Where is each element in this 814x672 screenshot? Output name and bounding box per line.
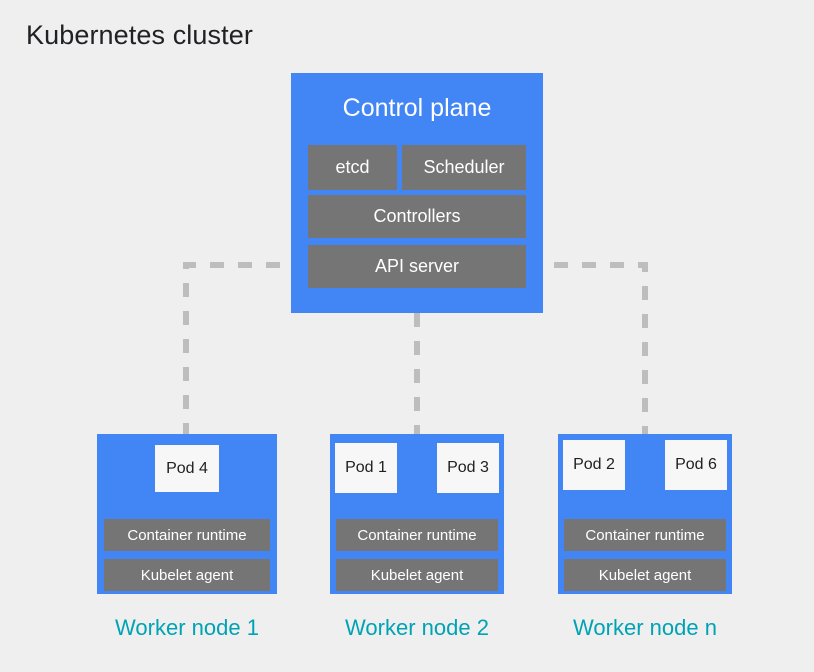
pod-4[interactable]: Pod 4 [155, 445, 219, 492]
worker-node-1-caption: Worker node 1 [115, 615, 259, 640]
connector-apiserver-to-worker-1 [183, 262, 308, 434]
control-plane-component-etcd[interactable]: etcd [308, 145, 397, 190]
worker-node-2-container-runtime[interactable]: Container runtime [336, 519, 498, 551]
control-plane-title: Control plane [342, 94, 492, 122]
worker-node-1-container-runtime[interactable]: Container runtime [104, 519, 270, 551]
worker-node-n-kubelet-agent[interactable]: Kubelet agent [564, 559, 726, 591]
pod-2[interactable]: Pod 2 [563, 440, 625, 490]
pod-1[interactable]: Pod 1 [335, 443, 397, 493]
pod-6[interactable]: Pod 6 [665, 440, 727, 490]
pod-3[interactable]: Pod 3 [437, 443, 499, 493]
control-plane-component-scheduler[interactable]: Scheduler [402, 145, 526, 190]
worker-node-n-container-runtime[interactable]: Container runtime [564, 519, 726, 551]
worker-node-1-kubelet-agent[interactable]: Kubelet agent [104, 559, 270, 591]
control-plane-component-controllers[interactable]: Controllers [308, 195, 526, 238]
control-plane-component-api-server[interactable]: API server [308, 245, 526, 288]
worker-node-2-caption: Worker node 2 [345, 615, 489, 640]
worker-node-n-caption: Worker node n [573, 615, 717, 640]
page-title: Kubernetes cluster [26, 20, 253, 50]
connector-apiserver-to-worker-n [526, 262, 648, 434]
worker-node-2-kubelet-agent[interactable]: Kubelet agent [336, 559, 498, 591]
